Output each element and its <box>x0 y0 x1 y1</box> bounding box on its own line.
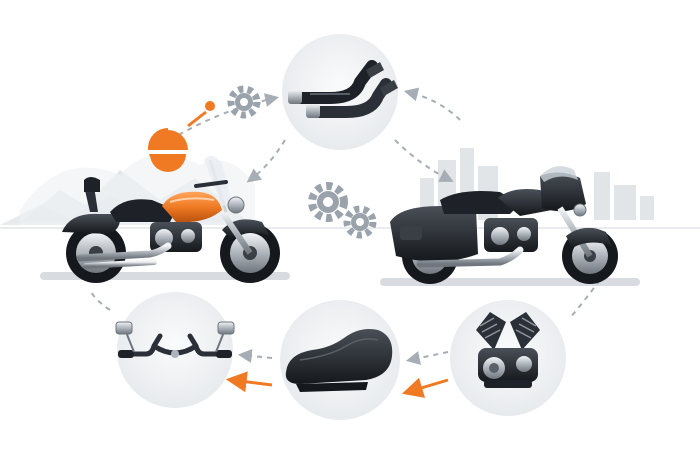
cycle-arrows <box>89 87 601 398</box>
batwing-fairing <box>540 172 586 212</box>
headlight <box>573 203 587 217</box>
engine <box>150 222 202 252</box>
exhaust-pipe-lower <box>83 259 157 269</box>
exhaust-pipe <box>76 242 172 262</box>
tank-highlight <box>169 197 215 203</box>
arrow-right-bike-to-engine <box>569 279 601 319</box>
gear-icon <box>343 205 377 239</box>
cruiser-motorcycle <box>62 155 280 283</box>
sissy-bar <box>84 186 98 212</box>
part-circle-seat <box>280 300 400 420</box>
saddlebag-latch <box>400 226 422 240</box>
gear-icon <box>308 182 348 222</box>
windshield <box>204 155 232 206</box>
arrow-engine-to-seat-orange <box>401 377 449 398</box>
orange-sun-bottom <box>150 154 186 172</box>
part-circle-engine <box>450 300 566 416</box>
exhaust-icon <box>288 60 398 118</box>
engine <box>484 218 538 252</box>
windshield <box>540 166 578 182</box>
arrow-exhaust-to-right-bike <box>394 139 454 182</box>
arrow-dot-to-gear-orange <box>187 110 207 128</box>
orange-dot <box>205 101 215 111</box>
arrow-engine-to-seat <box>405 351 449 365</box>
engine-icon <box>476 312 540 388</box>
saddlebag <box>390 206 478 262</box>
arrow-seat-to-handlebar-orange <box>225 371 273 393</box>
front-fork <box>219 210 253 255</box>
seat-icon <box>285 329 393 392</box>
seat <box>110 199 176 222</box>
part-circle-handlebar <box>115 292 235 408</box>
handlebar <box>194 180 228 188</box>
fuel-tank <box>498 189 552 216</box>
sun-divider <box>145 150 191 154</box>
orange-sun-top <box>148 130 188 150</box>
part-circle-exhaust <box>282 34 398 150</box>
arrow-seat-to-handlebar <box>237 349 273 363</box>
gear-icon <box>227 85 261 119</box>
arrow-bike-to-exhaust <box>169 93 280 141</box>
arrow-to-exhaust-right <box>403 87 461 121</box>
arrow-handlebar-to-left-bike <box>89 289 111 311</box>
headlight <box>227 196 245 214</box>
exhaust-pipe <box>416 246 524 268</box>
arrow-exhaust-to-gears <box>246 139 286 183</box>
rear-fender <box>62 213 120 234</box>
road-shadow-right <box>380 278 640 286</box>
front-fender <box>566 227 612 248</box>
handlebar-icon <box>115 321 235 358</box>
touring-motorcycle <box>390 166 618 284</box>
backrest <box>84 177 100 192</box>
